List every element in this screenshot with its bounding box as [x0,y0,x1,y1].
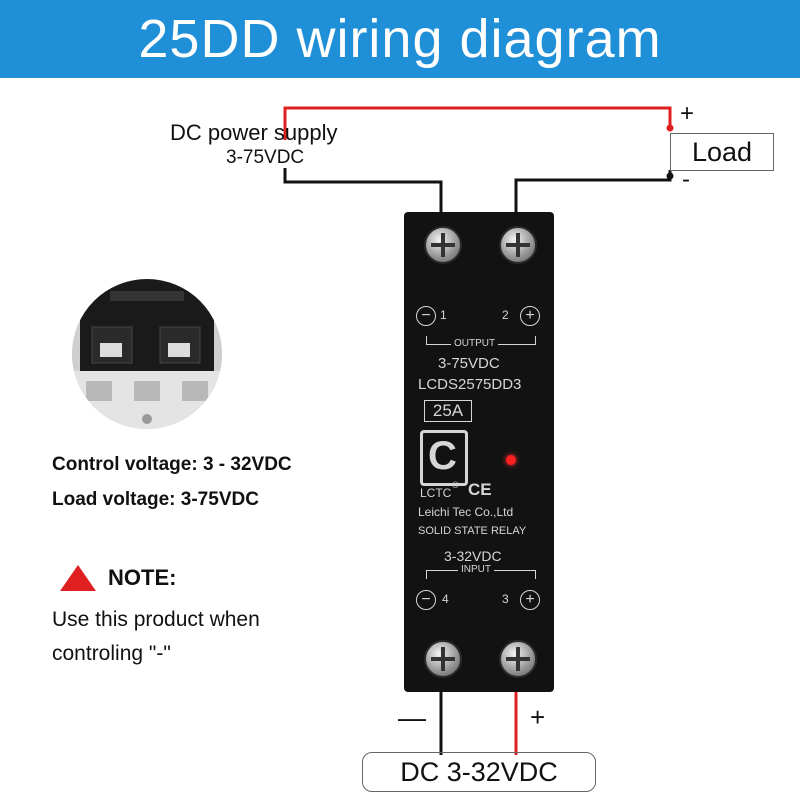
terminal-3-screw[interactable] [499,640,537,678]
terminal-1-label: 1 [440,308,447,322]
note-line-2: controling "-" [52,642,171,665]
terminal-3-label: 3 [502,592,509,606]
ce-mark: CE [468,480,492,499]
load-minus-sign: - [682,166,690,193]
terminal-2-screw[interactable] [499,226,537,264]
load-plus-sign: + [680,100,695,127]
terminal-1-screw[interactable] [424,226,462,264]
terminal-4-screw[interactable] [424,640,462,678]
model-number: LCDS2575DD3 [418,376,522,393]
control-voltage-spec: Control voltage: 3 - 32VDC [52,454,292,475]
solid-state-relay: − 1 2 + OUTPUT 3-75VDC LCDS2575DD3 25A C… [404,212,554,692]
note-heading: NOTE: [60,565,176,591]
input-label: INPUT [458,564,494,575]
input-plus-icon: + [520,590,540,610]
title-banner: 25DD wiring diagram [0,0,800,78]
load-voltage-spec: Load voltage: 3-75VDC [52,489,259,510]
load-box: Load [670,133,774,171]
load-plus-node [666,124,674,132]
note-line-1: Use this product when [52,608,260,631]
positive-load-wire [283,106,672,140]
input-supply-box: DC 3-32VDC [362,752,596,792]
registered-mark: ® [452,480,459,490]
note-heading-text: NOTE: [108,565,177,590]
input-supply-label: DC 3-32VDC [400,756,558,787]
input-voltage: 3-32VDC [444,548,502,564]
company-name: Leichi Tec Co.,Ltd [418,505,514,519]
output-label: OUTPUT [451,338,499,349]
warning-triangle-icon [60,565,96,591]
terminal-4-label: 4 [442,592,449,606]
brand-name: LCTC [420,486,452,500]
relay-type: SOLID STATE RELAY [418,525,527,537]
input-minus-icon: − [416,590,436,610]
relay-closeup-image [72,279,222,429]
supply-to-terminal1-wire [283,168,443,212]
status-led-icon [506,455,516,465]
current-rating-badge: 25A [424,400,472,422]
load-to-terminal2-wire [514,170,672,212]
power-supply-label: DC power supply [170,120,338,145]
power-supply-voltage: 3-75VDC [226,147,305,168]
output-voltage: 3-75VDC [438,355,500,372]
output-minus-icon: − [416,306,436,326]
input-minus-sign: — [398,702,426,733]
lctc-logo-icon: C [420,430,468,486]
page-title: 25DD wiring diagram [138,9,662,69]
load-label: Load [691,136,753,167]
product-photo [72,279,222,429]
input-plus-sign: + [530,702,546,732]
load-minus-node [666,172,674,180]
terminal-2-label: 2 [502,308,509,322]
output-plus-icon: + [520,306,540,326]
